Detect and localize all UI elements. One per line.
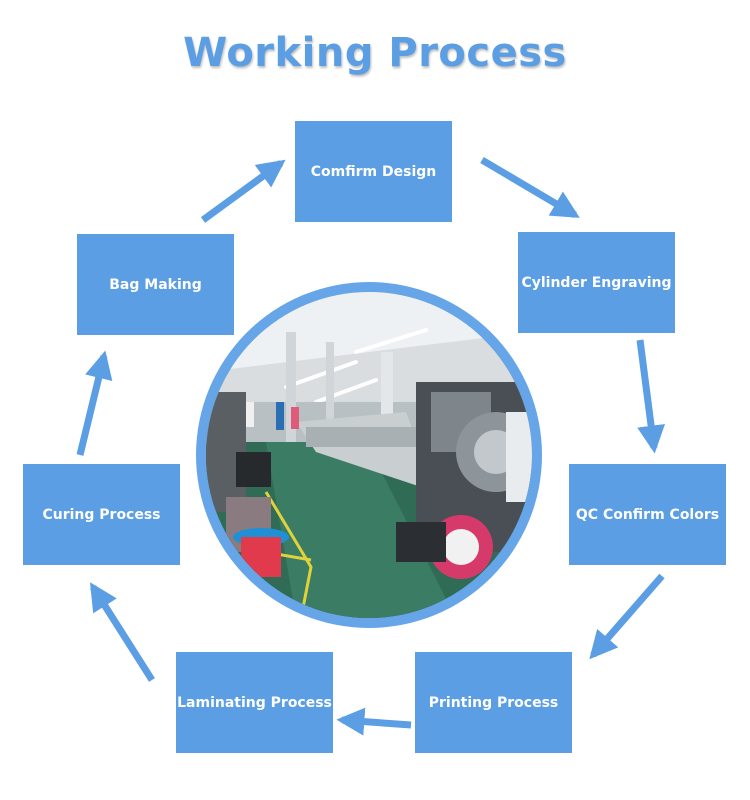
- step-cylinder-engraving: Cylinder Engraving: [518, 232, 675, 333]
- arrow-printing-to-laminating: [336, 707, 412, 736]
- arrow-bagmaking-to-design: [200, 159, 286, 223]
- arrow-qc-to-printing: [589, 573, 665, 660]
- step-qc-confirm-colors: QC Confirm Colors: [569, 464, 726, 565]
- step-bag-making: Bag Making: [77, 234, 234, 335]
- step-laminating-process: Laminating Process: [176, 652, 333, 753]
- arrow-curing-to-bagmaking: [76, 350, 113, 456]
- arrow-laminating-to-curing: [90, 582, 155, 682]
- arrow-engraving-to-qc: [636, 339, 666, 454]
- page-title: Working Process: [183, 30, 567, 76]
- step-curing-process: Curing Process: [23, 464, 180, 565]
- factory-photo: [206, 292, 532, 618]
- factory-illustration: [206, 292, 532, 618]
- arrow-design-to-engraving: [480, 156, 580, 219]
- step-comfirm-design: Comfirm Design: [295, 121, 452, 222]
- step-printing-process: Printing Process: [415, 652, 572, 753]
